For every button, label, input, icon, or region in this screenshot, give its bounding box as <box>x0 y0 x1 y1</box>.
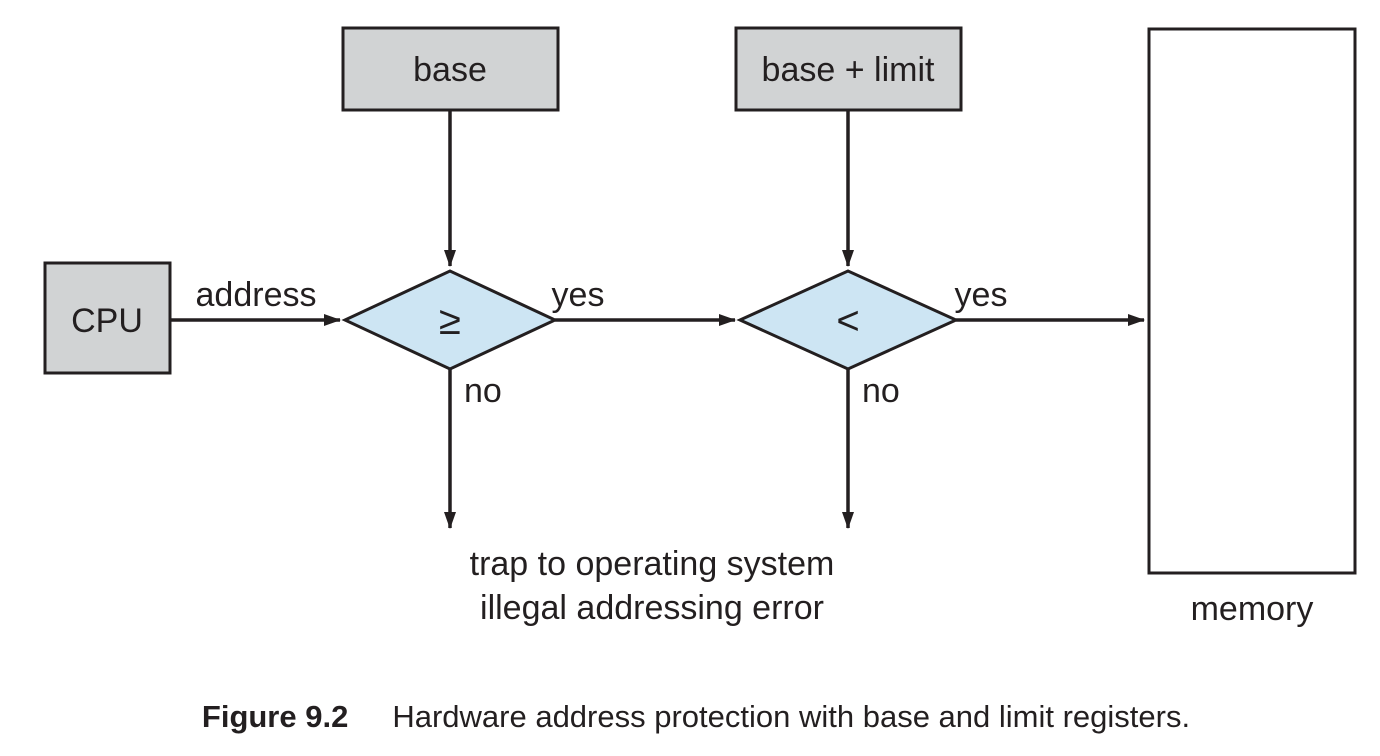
yes-ge-edge-label: yes <box>552 276 605 314</box>
no-ge-edge-label: no <box>464 372 502 410</box>
cpu-label: CPU <box>71 302 143 340</box>
memory-box <box>1147 27 1357 575</box>
figure-caption-title: Hardware address protection with base an… <box>392 699 1190 734</box>
trap-text-line2: illegal addressing error <box>480 589 824 627</box>
cpu-box <box>43 261 172 375</box>
yes-lt-edge-label: yes <box>955 276 1008 314</box>
base-plus-limit-register-box <box>734 26 963 112</box>
compare-lt-symbol: < <box>836 299 859 343</box>
base-register-box <box>341 26 560 112</box>
compare-ge-symbol: ≥ <box>439 299 461 343</box>
no-lt-edge-label: no <box>862 372 900 410</box>
base-plus-limit-register-label: base + limit <box>762 51 935 89</box>
address-edge-label: address <box>196 276 317 314</box>
memory-label: memory <box>1191 590 1314 628</box>
figure-caption-number: Figure 9.2 <box>202 699 348 734</box>
figure-caption: Figure 9.2 Hardware address protection wi… <box>202 699 1190 734</box>
trap-text-line1: trap to operating system <box>470 545 835 583</box>
base-register-label: base <box>413 51 487 89</box>
